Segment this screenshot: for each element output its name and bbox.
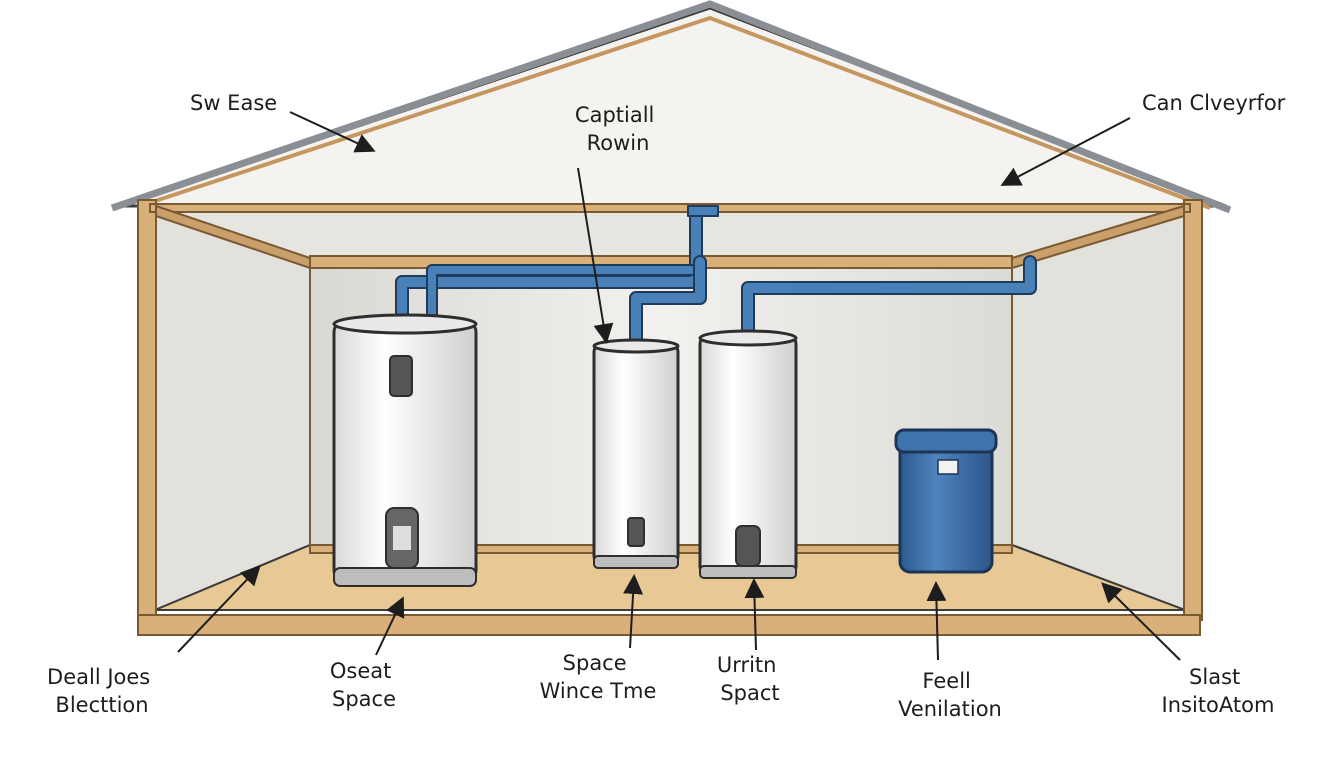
label-oseat-space-line2: Space	[332, 687, 396, 711]
label-feell-venilation-line2: Venilation	[898, 697, 1002, 721]
wood-frame	[137, 199, 1203, 636]
water-heater-large	[332, 313, 478, 587]
label-slast-insitoatom-line2: InsitoAtom	[1162, 693, 1275, 717]
label-space-wince-line1: Space	[563, 651, 627, 675]
label-feell-venilation-line1: Feell	[922, 669, 970, 693]
label-sw-ease: Sw Ease	[190, 91, 277, 115]
label-capital-rowin-line1: Captiall	[575, 103, 654, 127]
label-urritn-spact-line2: Spact	[720, 681, 779, 705]
label-oseat-space-line1: Oseat	[330, 659, 392, 683]
label-capital-rowin: Captiall Rowin	[575, 103, 661, 155]
label-deall-joes-line2: Blecttion	[55, 693, 148, 717]
label-deall-joes-line1: Deall Joes	[47, 665, 150, 689]
leader-arrows	[177, 111, 1181, 661]
label-space-wince-line2: Wince Tme	[540, 679, 657, 703]
pipes	[395, 205, 1037, 347]
label-urritn-spact: Urritn Spact	[717, 653, 783, 705]
label-oseat-space: Oseat Space	[330, 659, 398, 711]
label-urritn-spact-line1: Urritn	[717, 653, 777, 677]
label-deall-joes: Deall Joes Blecttion	[47, 665, 157, 717]
label-slast-insitoatom: Slast InsitoAtom	[1162, 665, 1275, 717]
label-space-wince: Space Wince Tme	[540, 651, 657, 703]
blue-storage-tank	[894, 428, 998, 574]
roof	[110, 0, 1232, 214]
label-can-clveyrfor: Can Clveyrfor	[1142, 91, 1286, 115]
label-capital-rowin-line2: Rowin	[587, 131, 650, 155]
water-heater-medium	[592, 338, 680, 569]
label-feell-venilation: Feell Venilation	[898, 669, 1002, 721]
label-slast-insitoatom-line1: Slast	[1189, 665, 1240, 689]
water-heater-tall	[698, 329, 798, 579]
